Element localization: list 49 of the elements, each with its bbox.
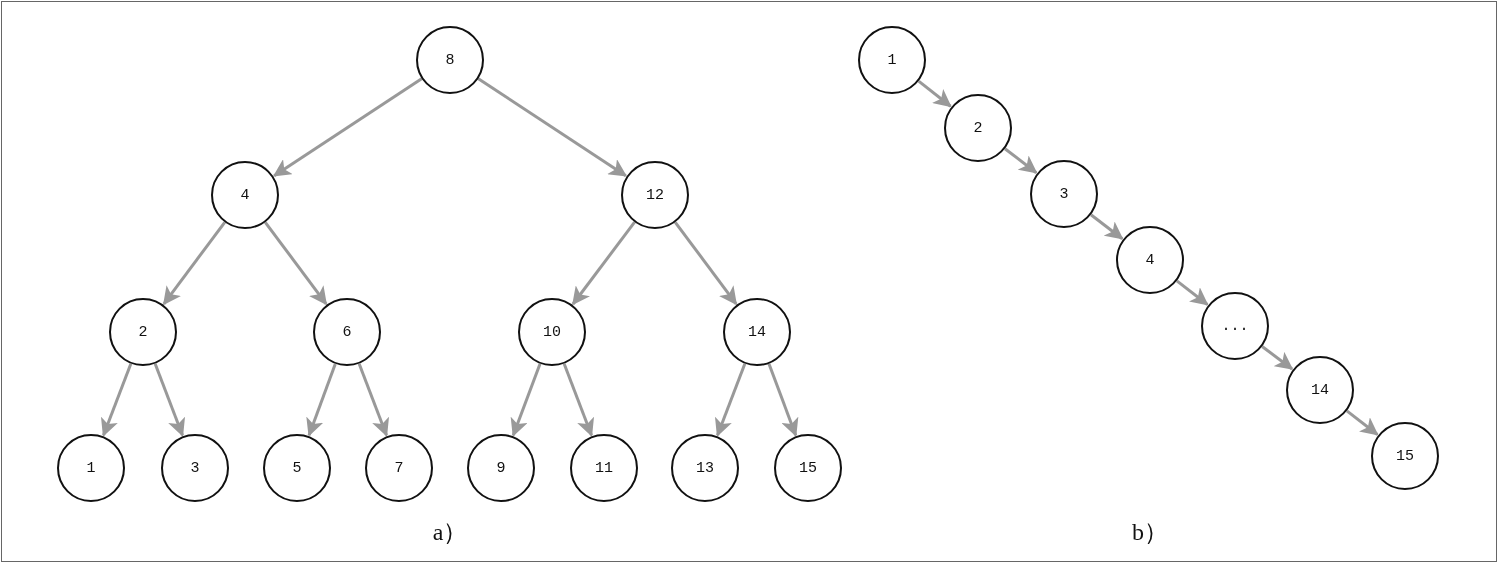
node-label: 2: [138, 323, 148, 341]
node-label: 7: [394, 459, 404, 477]
node-label: 3: [190, 459, 200, 477]
node-label: 12: [646, 186, 664, 204]
panel-label: b）: [1132, 518, 1168, 547]
node-label: 9: [496, 459, 506, 477]
arrow: [674, 221, 738, 306]
node-label: 6: [342, 323, 352, 341]
arrow: [1261, 345, 1294, 371]
arrow: [153, 363, 185, 437]
tree-node: [1286, 356, 1354, 424]
node-label: 5: [292, 459, 302, 477]
arrow: [306, 363, 337, 437]
node-label: 15: [1396, 447, 1414, 465]
node-label: 14: [1311, 381, 1329, 399]
arrow: [101, 363, 133, 437]
node-label: 1: [887, 51, 897, 69]
arrow: [917, 79, 952, 108]
node-label: 14: [748, 323, 766, 341]
arrow: [1090, 213, 1124, 240]
node-label: 4: [240, 186, 250, 204]
node-label: 2: [973, 119, 983, 137]
arrow: [1345, 409, 1379, 436]
node-label: 4: [1145, 251, 1155, 269]
arrow: [562, 363, 594, 437]
arrow: [715, 363, 747, 437]
tree-node: [1030, 160, 1098, 228]
arrow: [571, 221, 636, 306]
arrow: [162, 221, 226, 306]
tree-node: [1116, 226, 1184, 294]
node-label: 10: [543, 323, 561, 341]
node-label: ...: [1221, 317, 1249, 335]
panel-label: a）: [432, 518, 468, 547]
node-label: 13: [696, 459, 714, 477]
tree-node: [944, 94, 1012, 162]
arrow: [273, 77, 423, 177]
arrow: [767, 363, 799, 437]
arrow: [1004, 147, 1038, 174]
node-label: 15: [799, 459, 817, 477]
tree-node: [1201, 292, 1269, 360]
arrow: [264, 221, 328, 306]
node-label: 11: [595, 459, 613, 477]
arrow: [1175, 279, 1209, 306]
node-label: 8: [445, 51, 455, 69]
arrow: [510, 363, 542, 437]
node-label: 1: [86, 459, 96, 477]
arrow: [477, 77, 627, 177]
arrow: [357, 363, 389, 437]
node-label: 3: [1059, 185, 1069, 203]
